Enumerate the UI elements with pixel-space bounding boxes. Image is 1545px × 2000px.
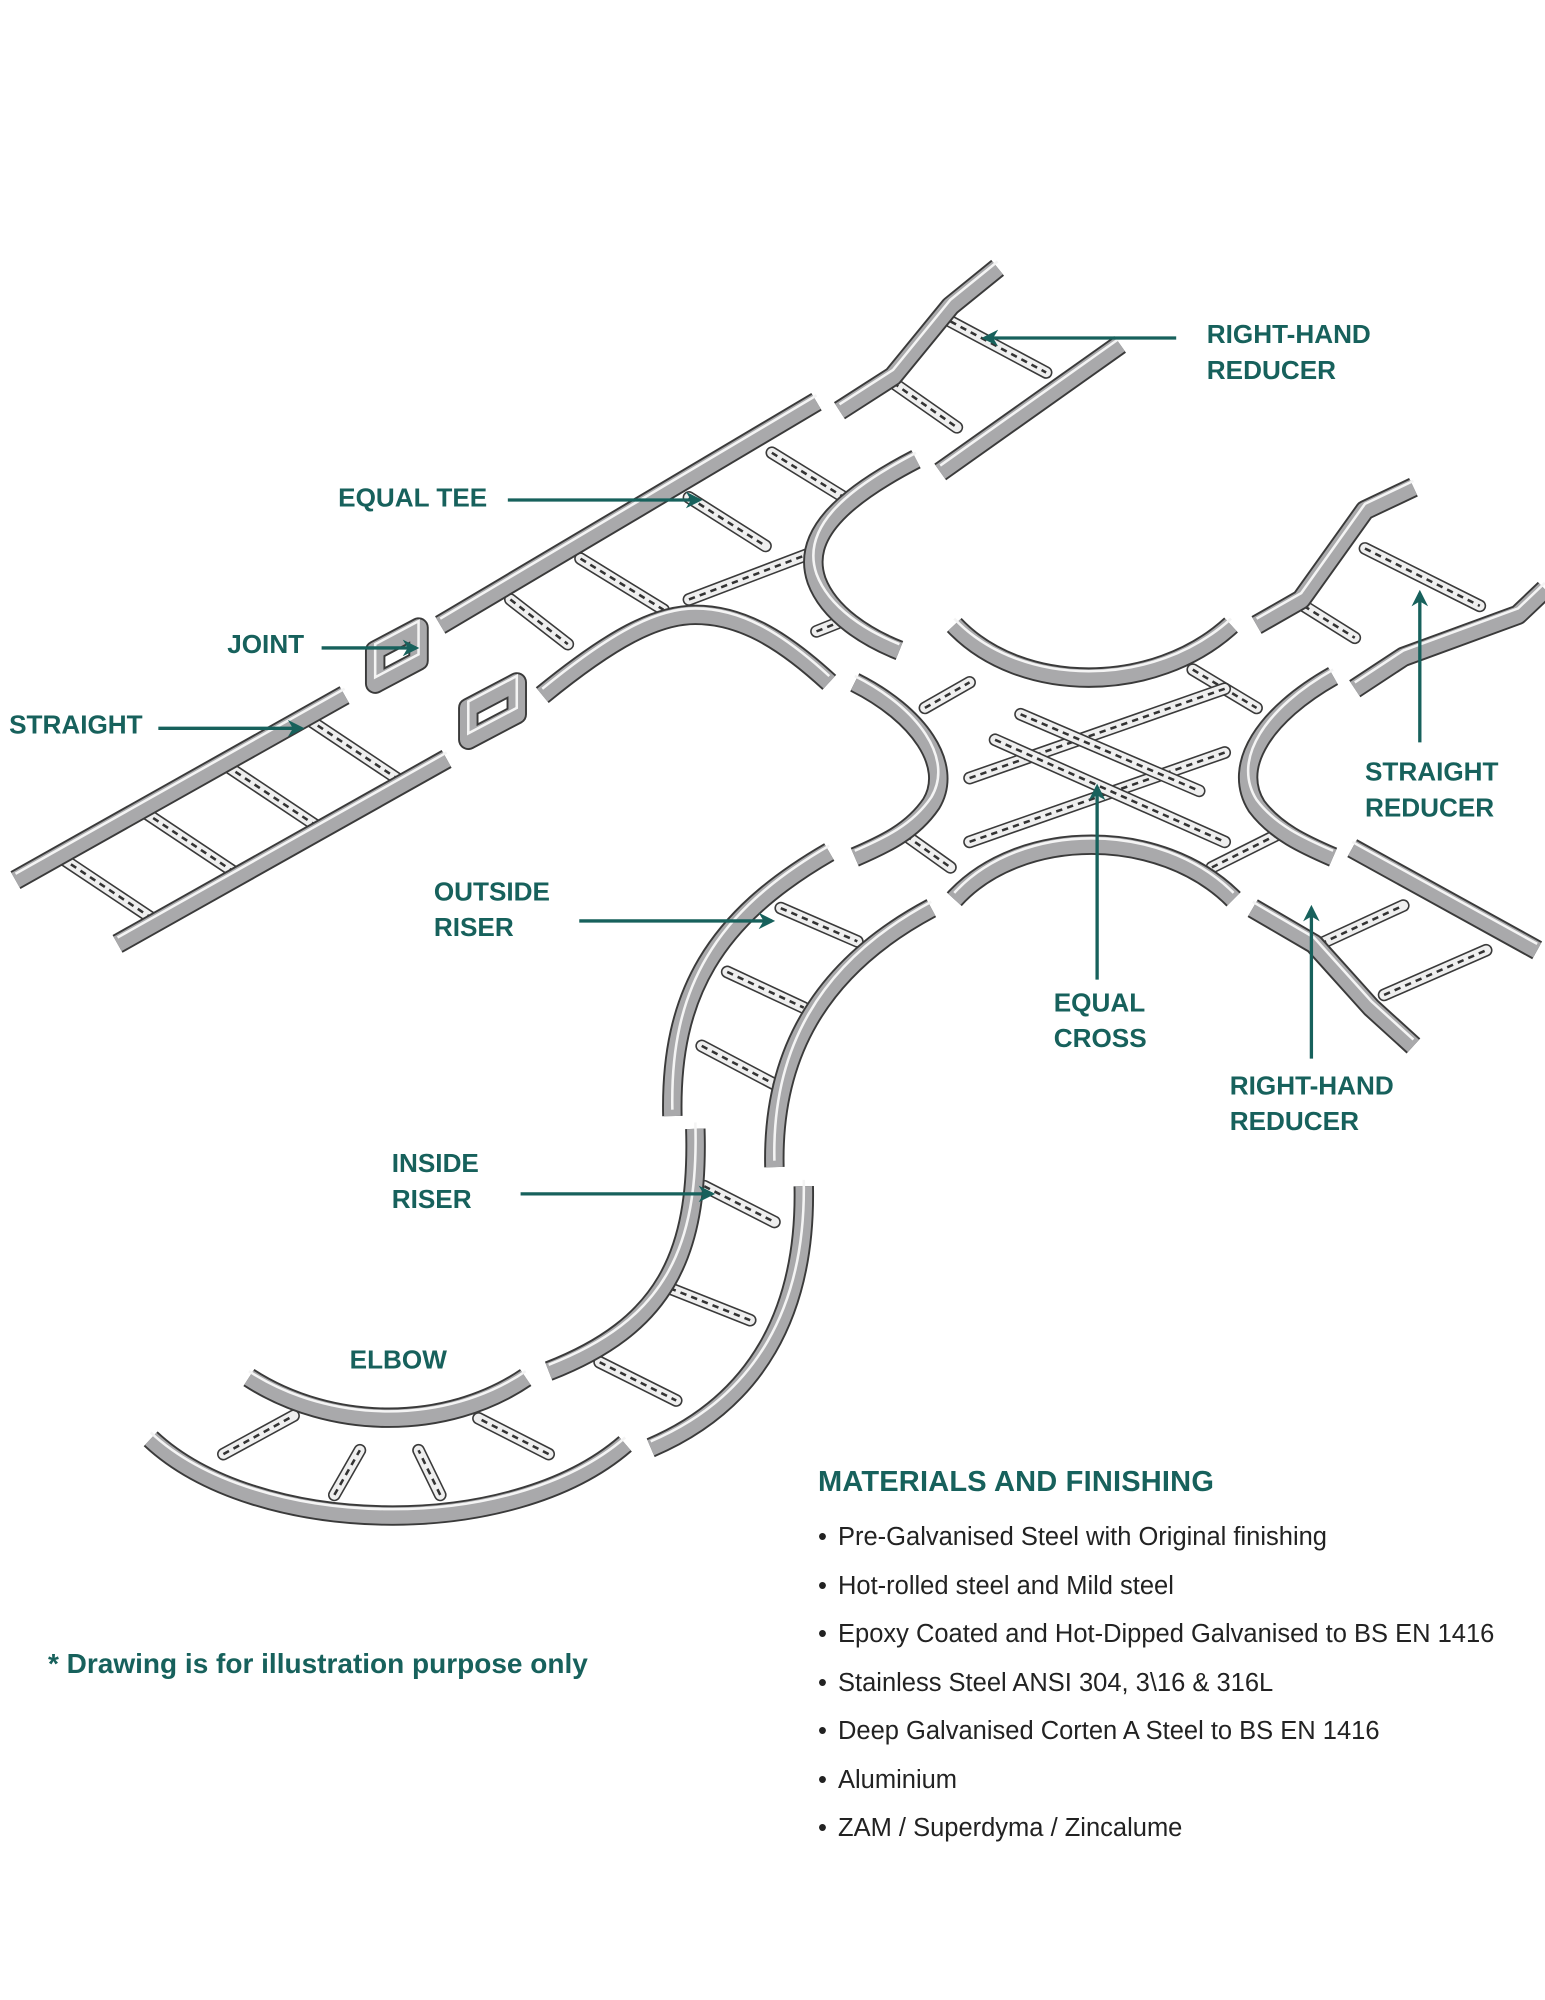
materials-item: • Pre-Galvanised Steel with Original fini…: [818, 1513, 1494, 1562]
equal-tee-rail: [803, 450, 921, 660]
equal-cross-rung: [1205, 829, 1283, 874]
ladder-components-drawing: [10, 259, 1545, 1526]
label-straight: STRAIGHT: [9, 709, 143, 739]
label-equal-tee: EQUAL TEE: [338, 482, 487, 512]
materials-heading: MATERIALS AND FINISHING: [818, 1466, 1215, 1498]
equal-cross-rail: [946, 617, 1238, 688]
label-equal-cross-1: EQUAL: [1054, 987, 1145, 1017]
materials-item: • Epoxy Coated and Hot-Dipped Galvanised …: [818, 1610, 1494, 1659]
callout-arrows: [158, 329, 1429, 1203]
straight-rung: [219, 759, 328, 836]
label-elbow: ELBOW: [350, 1345, 448, 1375]
materials-item-text: Stainless Steel ANSI 304, 3\16 & 316L: [838, 1668, 1274, 1697]
straight-reducer-rung: [1358, 542, 1487, 613]
bullet: •: [818, 1765, 827, 1794]
equal-cross-rail: [946, 834, 1241, 907]
equal-cross-rung: [918, 676, 976, 715]
label-straight-reducer-2: REDUCER: [1365, 792, 1494, 822]
bullet: •: [818, 1523, 827, 1551]
straight-reducer-rail: [1349, 581, 1545, 698]
elbow-rung: [217, 1409, 300, 1461]
straight-reducer-rail: [1251, 478, 1418, 634]
label-right-hand-reducer-top-1: RIGHT-HAND: [1207, 319, 1371, 349]
outside-riser-rung: [774, 901, 864, 948]
rh-reducer-rung: [1313, 899, 1410, 951]
rh-reducer-rail: [934, 336, 1126, 481]
materials-item: • Deep Galvanised Corten A Steel to BS EN…: [818, 1707, 1494, 1756]
equal-cross-rung: [963, 682, 1232, 785]
equal-tee-rung: [504, 593, 575, 651]
materials-list: • Pre-Galvanised Steel with Original fini…: [818, 1513, 1494, 1853]
label-outside-riser-1: OUTSIDE: [434, 877, 550, 907]
rh-reducer-rail: [833, 259, 1005, 420]
elbow-rail: [143, 1431, 632, 1526]
label-equal-cross-2: CROSS: [1054, 1023, 1147, 1053]
materials-item-text: Pre-Galvanised Steel with Original finis…: [838, 1523, 1327, 1551]
straight-rung: [301, 712, 411, 790]
label-right-hand-reducer-top-2: REDUCER: [1207, 355, 1336, 385]
materials-item-text: ZAM / Superdyma / Zincalume: [838, 1814, 1183, 1842]
materials-section: MATERIALS AND FINISHING • Pre-Galvanised …: [818, 1466, 1494, 1853]
inside-riser-rung: [663, 1281, 757, 1327]
materials-item-text: Hot-rolled steel and Mild steel: [838, 1571, 1174, 1600]
joint-plate: [458, 672, 527, 750]
materials-item-text: Epoxy Coated and Hot-Dipped Galvanised t…: [838, 1620, 1495, 1648]
label-outside-riser-2: RISER: [434, 912, 514, 942]
equal-cross-rung: [988, 733, 1232, 849]
bullet: •: [818, 1668, 827, 1697]
materials-item: • Aluminium: [818, 1756, 1494, 1805]
disclaimer-note: * Drawing is for illustration purpose on…: [48, 1648, 588, 1679]
equal-tee-rung: [682, 544, 823, 606]
elbow-rung: [327, 1443, 367, 1502]
materials-item: • ZAM / Superdyma / Zincalume: [818, 1804, 1494, 1853]
label-straight-reducer-1: STRAIGHT: [1365, 757, 1499, 787]
label-right-hand-reducer-bottom-2: REDUCER: [1230, 1106, 1359, 1136]
materials-item: • Hot-rolled steel and Mild steel: [818, 1562, 1494, 1611]
elbow-rail: [243, 1368, 532, 1428]
inside-riser-rail: [544, 1122, 706, 1381]
equal-cross-rail: [1237, 667, 1339, 867]
inside-riser-rung: [593, 1355, 683, 1407]
outside-riser-rung: [720, 965, 811, 1015]
equal-tee-rung: [574, 552, 670, 617]
outside-riser-rail: [662, 843, 835, 1117]
equal-tee-rung: [765, 446, 855, 507]
straight-rail: [112, 750, 452, 953]
materials-item-text: Aluminium: [838, 1765, 958, 1794]
label-joint: JOINT: [227, 629, 304, 659]
rh-reducer-rail: [1347, 839, 1543, 960]
label-right-hand-reducer-bottom-1: RIGHT-HAND: [1230, 1070, 1394, 1100]
inside-riser-rail: [646, 1179, 814, 1458]
bullet: •: [818, 1571, 827, 1600]
bullet: •: [818, 1717, 827, 1745]
joint-plate: [364, 617, 429, 694]
inside-riser-rung: [697, 1179, 781, 1229]
straight-rung: [54, 851, 164, 929]
straight-rung: [137, 805, 246, 882]
equal-tee-rail: [535, 604, 837, 704]
equal-cross-rung: [899, 829, 957, 874]
elbow-rung: [412, 1443, 447, 1502]
equal-tee-rail: [435, 393, 822, 634]
rh-reducer-rung: [886, 376, 964, 434]
rh-reducer-rung: [944, 315, 1053, 379]
equal-cross-rung: [1014, 707, 1206, 798]
materials-item-text: Deep Galvanised Corten A Steel to BS EN …: [838, 1717, 1380, 1745]
label-inside-riser-1: INSIDE: [392, 1148, 479, 1178]
bullet: •: [818, 1814, 827, 1842]
elbow-rung: [472, 1411, 556, 1461]
equal-cross-rail: [850, 673, 949, 867]
equal-tee-rung: [682, 491, 772, 553]
bullet: •: [818, 1620, 827, 1648]
straight-reducer-rung: [1297, 599, 1362, 645]
materials-item: • Stainless Steel ANSI 304, 3\16 & 316L: [818, 1659, 1494, 1708]
outside-riser-rail: [764, 899, 937, 1168]
rh-reducer-rail: [1247, 899, 1421, 1054]
outside-riser-rung: [695, 1039, 781, 1091]
rh-reducer-rung: [1377, 943, 1493, 1002]
label-inside-riser-2: RISER: [392, 1184, 472, 1214]
